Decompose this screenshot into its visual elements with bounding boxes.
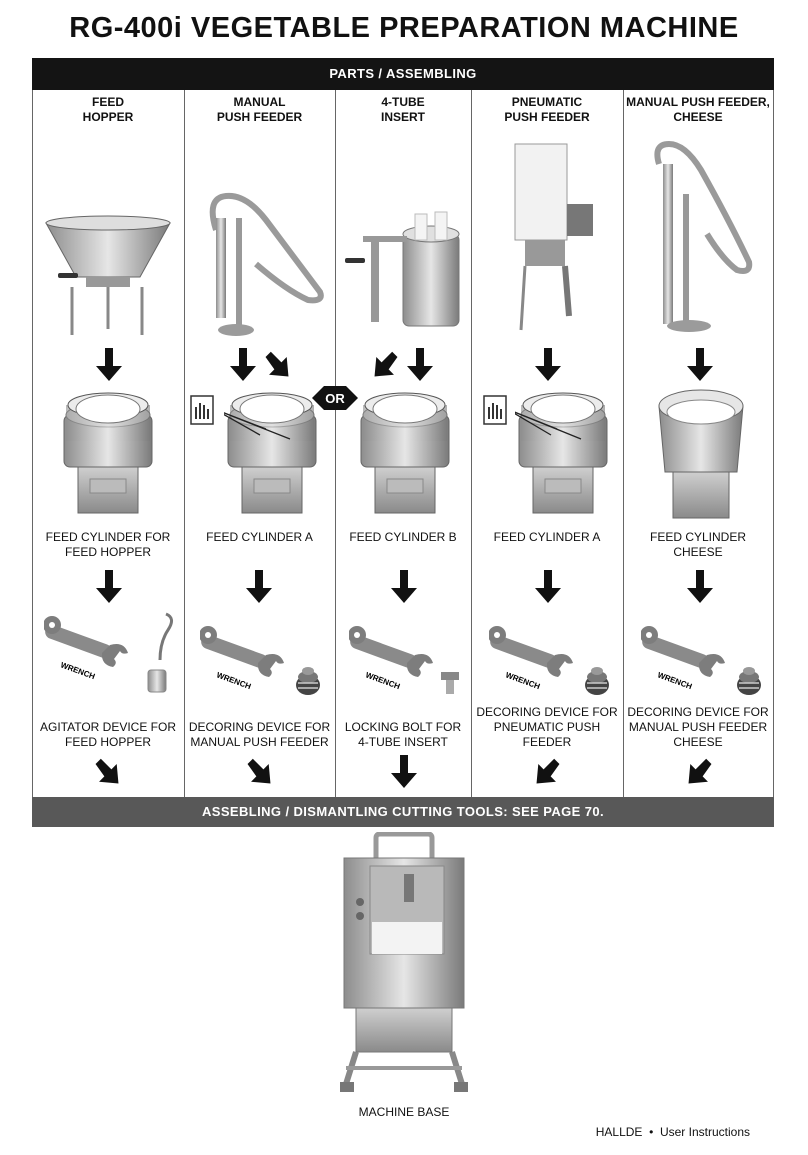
column-header: 4-TUBE INSERT	[380, 95, 425, 124]
device-caption: DECORING DEVICE FOR MANUAL PUSH FEEDER	[188, 720, 331, 749]
column-header: MANUAL PUSH FEEDER, CHEESE	[626, 95, 770, 124]
locking-bolt-icon	[441, 672, 459, 694]
wrench-icon: WRENCH	[200, 626, 284, 691]
page-title: RG-400i VEGETABLE PREPARATION MACHINE	[69, 12, 739, 44]
cylinder-caption: FEED CYLINDER FOR FEED HOPPER	[45, 530, 171, 559]
arrow-down-icon	[407, 348, 433, 381]
device-caption: LOCKING BOLT FOR 4-TUBE INSERT	[344, 720, 462, 749]
feed-cylinder-image	[360, 392, 450, 514]
arrow-down-icon	[687, 570, 713, 603]
tools-banner: ASSEBLING / DISMANTLING CUTTING TOOLS: S…	[32, 797, 774, 827]
wrench-icon: WRENCH	[641, 626, 725, 691]
or-label: OR	[325, 391, 345, 406]
arrow-down-icon	[535, 348, 561, 381]
column-header: PNEUMATIC PUSH FEEDER	[504, 95, 590, 124]
feed-cylinder-image	[63, 392, 153, 514]
feed-cylinder-cheese-image	[658, 389, 744, 519]
manual-push-feeder-image	[209, 192, 324, 336]
arrow-down-icon	[535, 570, 561, 603]
wrench-icon: WRENCH	[44, 616, 128, 681]
arrow-diagonal-icon	[95, 758, 119, 784]
wrench-label: WRENCH	[59, 660, 96, 681]
wrench-icon: WRENCH	[349, 626, 433, 691]
decoring-device-icon	[296, 666, 321, 696]
wrench-label: WRENCH	[656, 670, 693, 691]
column-divider	[471, 90, 472, 797]
arrow-down-icon	[391, 570, 417, 603]
device-caption: DECORING DEVICE FOR PNEUMATIC PUSH FEEDE…	[476, 705, 618, 749]
column-divider	[773, 90, 774, 797]
safety-hand-icon	[190, 395, 214, 425]
arrow-diagonal-icon	[247, 758, 271, 784]
arrow-down-icon	[687, 348, 713, 381]
column-divider	[184, 90, 185, 797]
arrow-down-icon	[96, 570, 122, 603]
column-feed-hopper: FEED HOPPER FEED CYLINDER FOR FEED HOPPE…	[32, 90, 184, 797]
feed-cylinder-image	[224, 392, 317, 514]
arrow-diagonal-icon	[688, 758, 712, 784]
column-manual-push-feeder: MANUAL PUSH FEEDER FEED CYLINDER A WRENC…	[184, 90, 335, 797]
column-manual-push-feeder-cheese: MANUAL PUSH FEEDER, CHEESE FEED CYLINDER…	[623, 90, 773, 797]
decoring-device-icon	[737, 666, 762, 696]
column-pneumatic-push-feeder: PNEUMATIC PUSH FEEDER FEED CYLINDER A WR…	[471, 90, 623, 797]
arrow-down-icon	[230, 348, 256, 381]
cylinder-caption: FEED CYLINDER A	[206, 530, 313, 544]
column-divider	[335, 90, 336, 797]
cylinder-caption: FEED CYLINDER CHEESE	[649, 530, 747, 559]
column-divider	[32, 90, 33, 797]
safety-hand-icon	[483, 395, 507, 425]
arrow-down-icon	[391, 755, 417, 788]
parts-banner: PARTS / ASSEMBLING	[32, 58, 774, 90]
column-divider	[623, 90, 624, 797]
page-footer: HALLDE • User Instructions	[595, 1125, 750, 1139]
agitator-device-image	[147, 612, 173, 693]
4-tube-insert-image	[345, 211, 460, 327]
arrow-diagonal-icon	[374, 351, 398, 377]
or-badge: OR	[312, 386, 358, 410]
wrench-label: WRENCH	[215, 670, 252, 691]
cylinder-caption: FEED CYLINDER A	[493, 530, 601, 544]
pneumatic-push-feeder-image	[514, 143, 593, 331]
arrow-diagonal-icon	[265, 351, 289, 377]
machine-base-caption: MACHINE BASE	[358, 1105, 450, 1119]
arrow-down-icon	[96, 348, 122, 381]
arrow-down-icon	[246, 570, 272, 603]
device-caption: DECORING DEVICE FOR MANUAL PUSH FEEDER C…	[627, 705, 769, 749]
manual-push-feeder-cheese-image	[654, 140, 753, 332]
device-caption: AGITATOR DEVICE FOR FEED HOPPER	[39, 720, 176, 749]
feed-hopper-image	[45, 215, 171, 335]
decoring-device-icon	[585, 666, 610, 696]
wrench-label: WRENCH	[504, 670, 541, 691]
feed-cylinder-image	[515, 392, 608, 514]
arrow-diagonal-icon	[536, 758, 560, 784]
machine-base-image	[340, 832, 468, 1092]
column-header: MANUAL PUSH FEEDER	[216, 95, 303, 124]
wrench-icon: WRENCH	[489, 626, 573, 691]
column-header: FEED HOPPER	[82, 95, 134, 124]
column-4-tube-insert: 4-TUBE INSERT FEED CYLINDER B WRENCH LOC…	[335, 90, 471, 797]
cylinder-caption: FEED CYLINDER B	[349, 530, 457, 544]
wrench-label: WRENCH	[364, 670, 401, 691]
